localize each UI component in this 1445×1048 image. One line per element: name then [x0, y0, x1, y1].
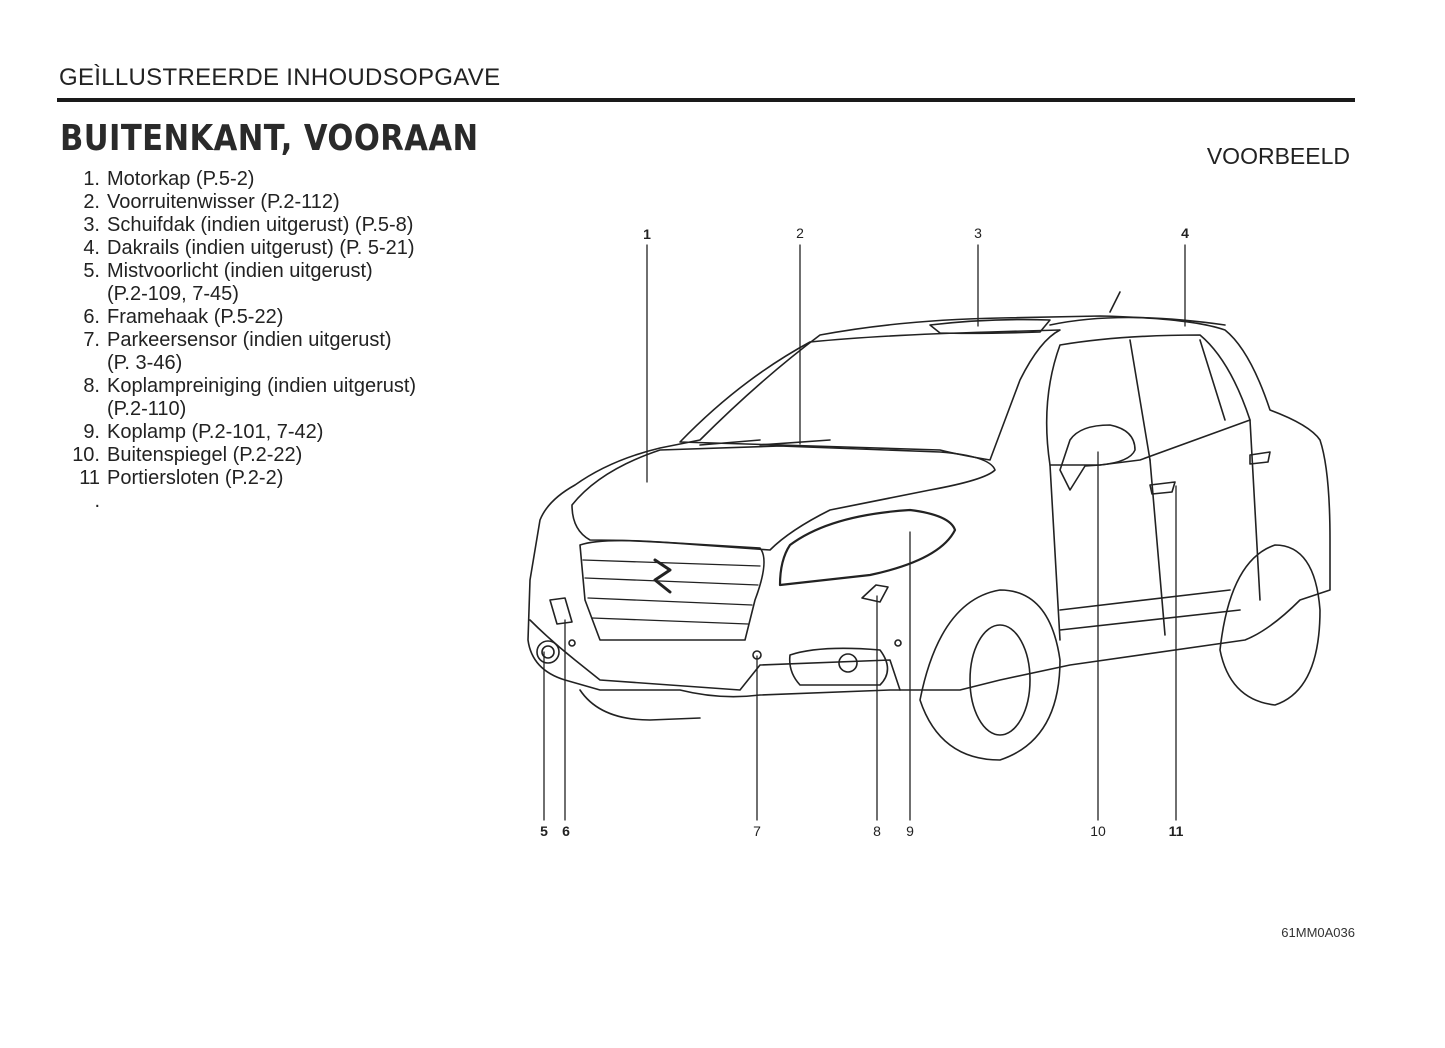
callout-7: 7 [753, 823, 761, 839]
item-number: 2. [83, 191, 100, 213]
side-windows [1045, 334, 1251, 466]
tow-hook-cover [549, 597, 573, 625]
item-text: Parkeersensor (indien uitgerust) [107, 329, 392, 351]
door-line [1049, 419, 1261, 641]
item-number: 1. [83, 168, 100, 190]
item-text: (P. 3-46) [107, 352, 183, 374]
item-number: 10. [72, 444, 100, 466]
list-item: 3. Schuifdak (indien uitgerust) (P.5-8) [70, 214, 416, 237]
item-text: Schuifdak (indien uitgerust) (P.5-8) [107, 214, 414, 236]
front-bumper [529, 619, 901, 691]
page-title: BUITENKANT, VOORAAN [60, 118, 479, 159]
item-text: (P.2-110) [107, 398, 187, 420]
item-number: 11 . [79, 467, 100, 512]
list-item: 7. Parkeersensor (indien uitgerust)(P. 3-… [70, 329, 416, 375]
item-text: Motorkap (P.5-2) [107, 168, 255, 190]
sample-label: VOORBEELD [1206, 143, 1350, 169]
item-number: 7. [83, 329, 100, 351]
wipers [699, 439, 831, 446]
callout-5: 5 [540, 823, 548, 839]
list-item: 4. Dakrails (indien uitgerust) (P. 5-21) [70, 237, 416, 260]
callout-2: 2 [796, 225, 804, 241]
grille [579, 539, 765, 641]
hood [571, 445, 996, 551]
item-text: Portiersloten (P.2-2) [107, 467, 284, 489]
callout-1: 1 [643, 226, 651, 242]
section-header: GEÌLLUSTREERDE INHOUDSOPGAVE [59, 64, 501, 91]
sunroof [929, 318, 1051, 335]
headlamp-washer [861, 584, 889, 603]
list-item: 2. Voorruitenwisser (P.2-112) [70, 191, 416, 214]
item-text: Mistvoorlicht (indien uitgerust) [107, 260, 373, 282]
item-text: Dakrails (indien uitgerust) (P. 5-21) [107, 237, 415, 259]
rear-wheel [1219, 544, 1321, 706]
list-item: 6. Framehaak (P.5-22) [70, 306, 416, 329]
callout-8: 8 [873, 823, 881, 839]
figure-code: 61MM0A036 [1281, 925, 1355, 940]
item-text: Koplamp (P.2-101, 7-42) [107, 421, 324, 443]
item-text: (P.2-109, 7-45) [107, 283, 239, 305]
callout-10: 10 [1090, 823, 1106, 839]
windshield [679, 329, 1061, 461]
antenna [1109, 291, 1121, 313]
item-text: Buitenspiegel (P.2-22) [107, 444, 303, 466]
item-text: Koplampreiniging (indien uitgerust) [107, 375, 417, 397]
callout-11: 11 [1168, 823, 1184, 839]
callout-3: 3 [974, 225, 982, 241]
front-wheel [919, 589, 1061, 761]
item-text: Framehaak (P.5-22) [107, 306, 284, 328]
door-handle [1149, 481, 1176, 495]
list-item: 10. Buitenspiegel (P.2-22) [70, 444, 416, 467]
callout-6: 6 [562, 823, 570, 839]
logo [653, 558, 672, 594]
roof-rail [1049, 316, 1226, 326]
item-number: 3. [83, 214, 100, 236]
list-item: 9. Koplamp (P.2-101, 7-42) [70, 421, 416, 444]
side-mirror [1059, 424, 1136, 491]
headlight [778, 508, 957, 587]
callout-lines [543, 244, 1186, 821]
item-number: 6. [83, 306, 100, 328]
item-text: Voorruitenwisser (P.2-112) [107, 191, 340, 213]
item-number: 4. [83, 237, 100, 259]
callout-9: 9 [906, 823, 914, 839]
item-number: 8. [83, 375, 100, 397]
callout-4: 4 [1181, 225, 1189, 241]
list-item: 8. Koplampreiniging (indien uitgerust)(P.… [70, 375, 416, 421]
item-number: 5. [83, 260, 100, 282]
list-item: 5. Mistvoorlicht (indien uitgerust)(P.2-1… [70, 260, 416, 306]
parts-list: 1. Motorkap (P.5-2) 2. Voorruitenwisser (P… [70, 168, 416, 513]
fog-light-left [536, 640, 560, 664]
header-rule [57, 98, 1355, 102]
item-number: 9. [83, 421, 100, 443]
fog-light-right [788, 647, 889, 686]
list-item: 1. Motorkap (P.5-2) [70, 168, 416, 191]
list-item: 11 . Portiersloten (P.2-2) [70, 467, 416, 513]
